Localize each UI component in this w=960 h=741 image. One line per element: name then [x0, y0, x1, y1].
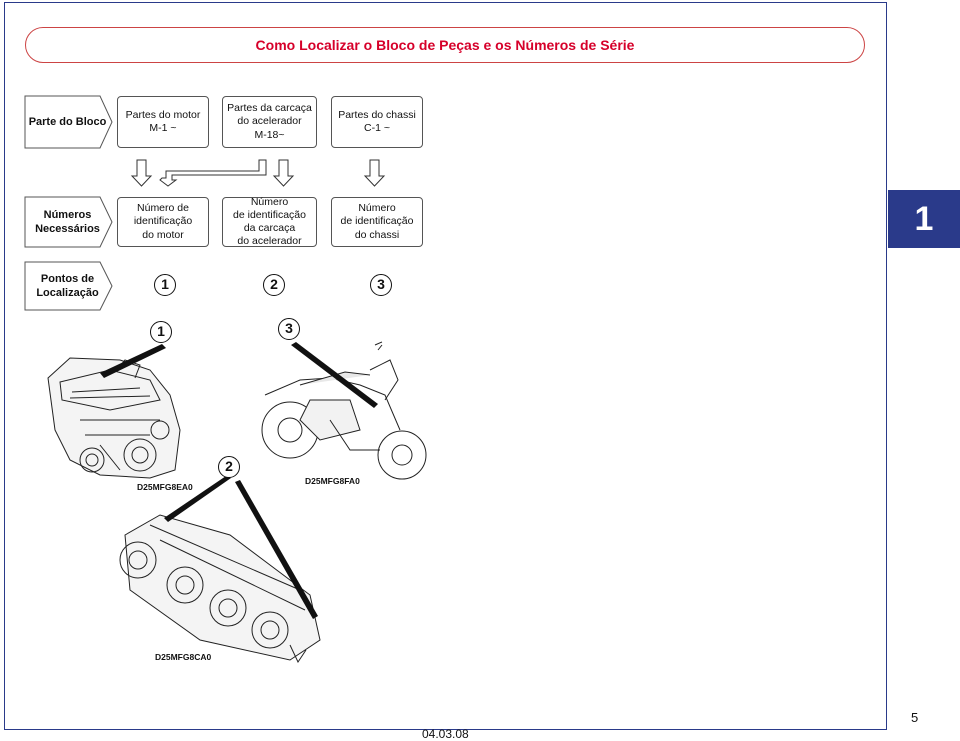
row-label-block: Parte do Bloco [28, 115, 107, 128]
engine-marker: 1 [150, 321, 172, 343]
chapter-tab: 1 [888, 190, 960, 248]
arrow-down-2 [272, 159, 295, 187]
row-label-locations: Pontos de Localização [36, 272, 99, 299]
throttle-illustration [119, 514, 321, 664]
engine-parts-cell: Partes do motor M-1 ~ [117, 96, 209, 148]
throttle-code: D25MFG8CA0 [155, 652, 212, 662]
chassis-id-cell: Número de identificação do chassi [331, 197, 423, 247]
throttle-marker: 2 [218, 456, 240, 478]
motorcycle-marker: 3 [278, 318, 300, 340]
engine-id-cell: Número de identificação do motor [117, 197, 209, 247]
page-number: 5 [911, 710, 919, 725]
page-title: Como Localizar o Bloco de Peças e os Núm… [25, 27, 865, 63]
motorcycle-illustration [261, 341, 427, 480]
location-marker-3: 3 [370, 274, 392, 296]
arrow-bent [159, 159, 267, 187]
location-marker-1: 1 [154, 274, 176, 296]
engine-illustration [47, 357, 181, 479]
throttle-pointer-a [164, 476, 231, 522]
footer-date: 04.03.08 [422, 727, 469, 741]
arrow-down-1 [130, 159, 153, 187]
throttle-parts-cell: Partes da carcaça do acelerador M-18~ [222, 96, 317, 148]
chassis-parts-cell: Partes do chassi C-1 ~ [331, 96, 423, 148]
throttle-id-cell: Número de identificação da carcaça do ac… [222, 196, 317, 247]
throttle-pointer-b [235, 480, 318, 619]
page-frame [4, 2, 887, 730]
arrow-down-3 [363, 159, 386, 187]
motorcycle-code: D25MFG8FA0 [305, 476, 360, 486]
engine-code: D25MFG8EA0 [137, 482, 193, 492]
row-label-numbers: Números Necessários [35, 208, 100, 235]
motorcycle-pointer [291, 342, 378, 408]
location-marker-2: 2 [263, 274, 285, 296]
engine-pointer [100, 344, 166, 378]
